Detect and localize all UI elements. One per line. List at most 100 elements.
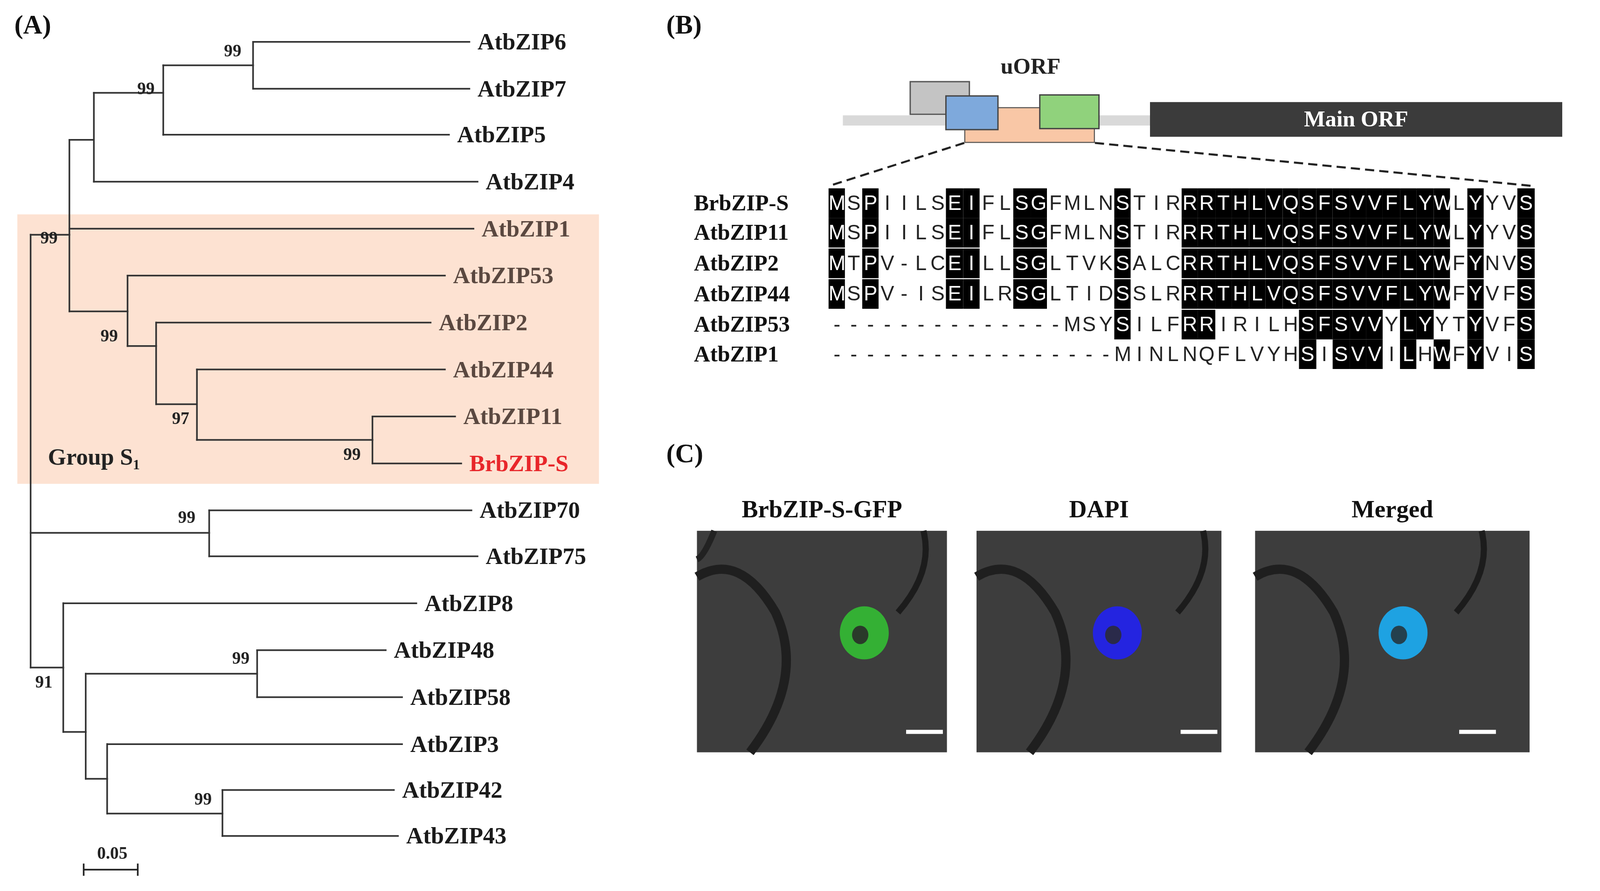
leaf-label: AtbZIP44	[453, 357, 554, 381]
residue: P	[862, 188, 880, 218]
residue: S	[1013, 217, 1031, 248]
residue: D	[1097, 278, 1115, 309]
residue: K	[1097, 248, 1115, 278]
residue: Y	[1265, 339, 1283, 369]
residue: L	[1164, 339, 1182, 369]
tree-branch	[156, 321, 431, 324]
residue: I	[1316, 339, 1333, 369]
residue: N	[1181, 339, 1199, 369]
residue: -	[929, 339, 947, 369]
residue: L	[979, 248, 997, 278]
bootstrap-value: 99	[100, 326, 118, 345]
leaf-label: AtbZIP48	[394, 638, 495, 662]
nucleus	[839, 606, 889, 660]
residue: S	[1130, 278, 1148, 309]
residue: L	[1450, 188, 1468, 218]
tree-branch	[93, 92, 96, 182]
sequence-name: AtbZIP1	[693, 342, 779, 366]
residue: L	[1147, 278, 1165, 309]
residue: L	[996, 188, 1014, 218]
leaf-label: AtbZIP58	[410, 685, 511, 709]
node-heading: Group S₁	[48, 444, 140, 469]
residue: I	[895, 217, 913, 248]
residue: C	[1164, 248, 1182, 278]
bootstrap-value: 99	[137, 80, 155, 98]
residue: Q	[1282, 188, 1300, 218]
tree-branch	[253, 41, 470, 43]
residue: S	[1080, 309, 1098, 340]
residue: S	[845, 188, 863, 218]
tree-branch	[29, 234, 32, 668]
residue: M	[828, 217, 846, 248]
residue: -	[895, 248, 913, 278]
residue: L	[996, 217, 1014, 248]
residue: -	[1097, 339, 1115, 369]
residue: S	[1114, 309, 1131, 340]
residue: E	[946, 217, 963, 248]
tree-branch	[196, 438, 373, 441]
residue: L	[1248, 217, 1266, 248]
cell-outline	[696, 568, 787, 752]
residue: L	[979, 278, 997, 309]
residue: R	[1164, 217, 1182, 248]
residue: Y	[1467, 339, 1484, 369]
residue: H	[1282, 339, 1300, 369]
residue: E	[946, 248, 963, 278]
microscopy-panel: BrbZIP-S-GFP	[696, 530, 947, 753]
residue: S	[1332, 217, 1350, 248]
residue: M	[828, 248, 846, 278]
residue: V	[1265, 278, 1283, 309]
residue: Y	[1467, 217, 1484, 248]
residue: -	[979, 339, 997, 369]
residue: A	[1130, 248, 1148, 278]
residue: S	[929, 278, 947, 309]
residue: G	[1030, 188, 1047, 218]
leaf-label: AtbZIP2	[438, 310, 528, 334]
residue: M	[1063, 217, 1081, 248]
scale-label: 0.05	[96, 844, 128, 862]
residue: S	[1517, 217, 1535, 248]
residue: W	[1433, 217, 1451, 248]
residue: E	[946, 188, 963, 218]
residue: F	[1383, 248, 1400, 278]
residue: R	[996, 278, 1014, 309]
residue: S	[1332, 339, 1350, 369]
residue: H	[1232, 217, 1249, 248]
tree-branch	[93, 180, 478, 183]
residue: Y	[1483, 217, 1501, 248]
tree-branch	[106, 743, 109, 814]
residue: F	[1215, 339, 1233, 369]
tree-branch	[372, 462, 462, 465]
tree-branch	[196, 369, 199, 440]
sequence-name: AtbZIP44	[693, 282, 790, 305]
residue: I	[879, 217, 896, 248]
tree-branch	[162, 65, 165, 135]
residue: M	[828, 278, 846, 309]
residue: P	[862, 217, 880, 248]
residue: Q	[1282, 278, 1300, 309]
residue: S	[845, 217, 863, 248]
residue: W	[1433, 188, 1451, 218]
tree-branch	[69, 310, 128, 313]
residue: I	[1383, 339, 1400, 369]
residue: S	[1332, 188, 1350, 218]
residue: L	[1399, 309, 1417, 340]
residue: F	[979, 217, 997, 248]
residue: -	[1030, 309, 1047, 340]
residue: -	[1013, 309, 1031, 340]
tree-branch	[221, 789, 224, 836]
node-heading: BrbZIP-S-GFP	[656, 497, 988, 522]
residue: V	[1349, 217, 1367, 248]
residue: R	[1181, 309, 1199, 340]
residue: V	[1265, 217, 1283, 248]
node-heading: uORF	[965, 55, 1096, 78]
tree-branch	[196, 368, 445, 371]
residue: F	[1500, 309, 1518, 340]
residue: I	[1215, 309, 1233, 340]
residue: L	[1080, 188, 1098, 218]
residue: Y	[1416, 278, 1434, 309]
residue: S	[929, 188, 947, 218]
residue: S	[1299, 188, 1317, 218]
residue: W	[1433, 248, 1451, 278]
zoom-line	[829, 142, 965, 186]
